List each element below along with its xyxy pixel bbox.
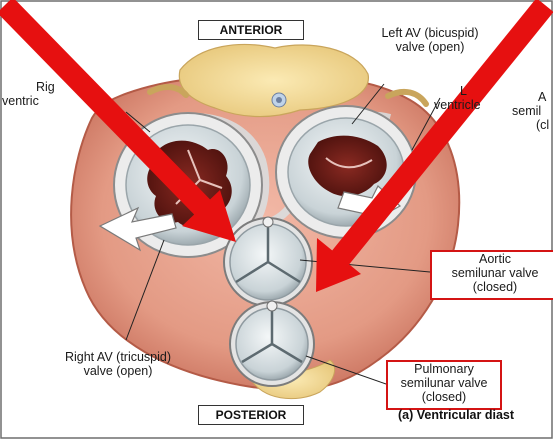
pulmonary-valve bbox=[230, 301, 314, 386]
right-av-valve-label: Right AV (tricuspid) valve (open) bbox=[38, 350, 198, 378]
right-ventricle-label: Rig ventric bbox=[2, 80, 55, 108]
aortic-valve-top-label: A semil (cl bbox=[512, 90, 549, 132]
pulmonary-semilunar-label: Pulmonary semilunar valve (closed) bbox=[386, 360, 502, 410]
mitral-valve bbox=[276, 106, 416, 238]
left-av-valve-label: Left AV (bicuspid) valve (open) bbox=[360, 26, 500, 54]
anterior-label: ANTERIOR bbox=[198, 20, 304, 40]
aortic-semilunar-label: Aortic semilunar valve (closed) bbox=[430, 250, 553, 300]
posterior-label: POSTERIOR bbox=[198, 405, 304, 425]
aortic-valve bbox=[224, 217, 312, 306]
left-ventricle-label: L ventricle bbox=[440, 84, 481, 112]
figure-caption: (a) Ventricular diast bbox=[398, 408, 514, 422]
